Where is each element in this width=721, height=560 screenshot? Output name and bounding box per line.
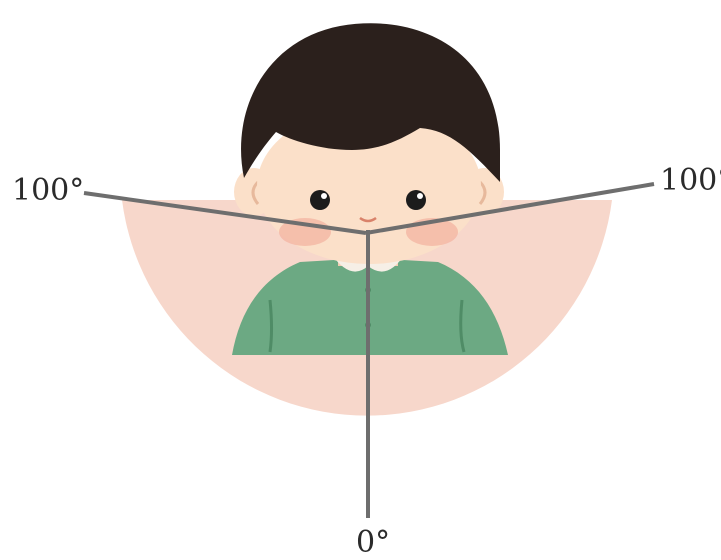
- right-angle-label: 100°: [660, 163, 721, 198]
- left-angle-label: 100°: [12, 173, 84, 208]
- bottom-angle-label: 0°: [356, 525, 390, 560]
- left-eye: [310, 190, 330, 210]
- left-eye-highlight: [321, 193, 327, 199]
- right-eye-highlight: [417, 193, 423, 199]
- shirt-fold-left: [270, 300, 272, 352]
- right-eye: [406, 190, 426, 210]
